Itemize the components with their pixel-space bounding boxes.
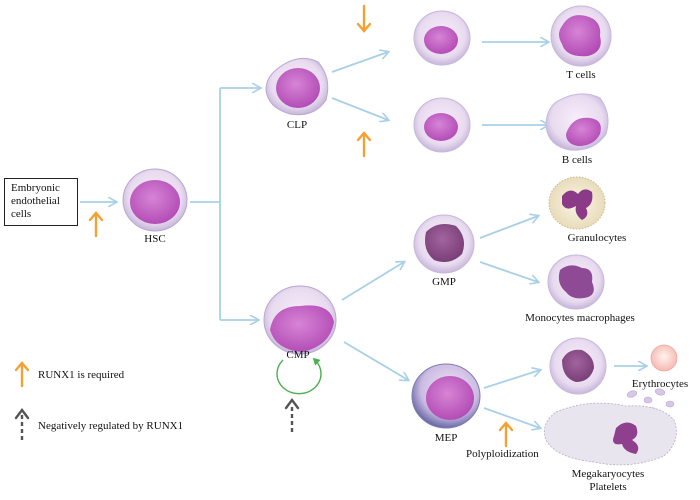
arrow-mep-to-mega (483, 407, 540, 428)
dashed-arrow-icon (284, 398, 300, 432)
megakaryocyte-cell (543, 402, 677, 466)
legend-negative-icon (14, 408, 30, 440)
label-monocytes: Monocytes macrophages (525, 312, 635, 324)
label-b-cells: B cells (561, 154, 593, 166)
arrow-cmp-to-gmp (341, 262, 404, 301)
label-gmp: GMP (432, 276, 456, 288)
arrow-clp-to-b (331, 97, 388, 120)
source-box: Embryonic endothelial cells (4, 178, 78, 226)
label-erythrocytes: Erythrocytes (631, 378, 689, 390)
self-renewal-icon (276, 357, 322, 395)
arrow-clp-to-t (331, 52, 388, 73)
source-line-3: cells (11, 208, 32, 220)
label-platelets: Platelets (589, 481, 627, 493)
source-line-1: Embryonic (11, 182, 60, 194)
cmp-cell (263, 285, 337, 355)
monocyte-cell (547, 254, 605, 310)
label-cmp: CMP (286, 349, 310, 361)
legend-required-text: RUNX1 is required (38, 369, 125, 381)
up-arrow-icon (88, 211, 104, 238)
hsc-cell (122, 168, 188, 232)
label-mep: MEP (434, 432, 458, 444)
legend-negative-text: Negatively regulated by RUNX1 (38, 420, 184, 432)
arrow-gmp-to-mono (479, 261, 538, 282)
b-cell (545, 93, 609, 151)
source-line-2: endothelial (11, 195, 60, 207)
arrow-gmp-to-gran (479, 216, 538, 239)
t-cell (550, 5, 612, 67)
label-megakaryocytes: Megakaryocytes (571, 468, 645, 480)
label-t-cells: T cells (566, 69, 596, 81)
label-clp: CLP (286, 119, 308, 131)
up-arrow-icon (356, 131, 372, 158)
b-precursor-cell (413, 97, 471, 153)
erythroid-precursor-cell (549, 337, 607, 395)
erythrocyte-cell (650, 344, 678, 372)
arrow-cmp-to-mep (343, 341, 408, 380)
t-precursor-cell (413, 10, 471, 66)
label-hsc: HSC (144, 233, 166, 245)
down-arrow-icon (356, 4, 372, 33)
granulocyte-cell (548, 176, 606, 230)
gmp-cell (413, 214, 475, 274)
label-granulocytes: Granulocytes (567, 232, 627, 244)
label-polyploidization: Polyploidization (466, 448, 539, 460)
connector-arrows (80, 42, 646, 428)
up-arrow-icon (498, 421, 514, 448)
clp-cell (265, 57, 329, 116)
legend-required-icon (14, 361, 30, 388)
mep-cell (411, 363, 481, 429)
arrow-mep-to-ery (483, 370, 540, 389)
